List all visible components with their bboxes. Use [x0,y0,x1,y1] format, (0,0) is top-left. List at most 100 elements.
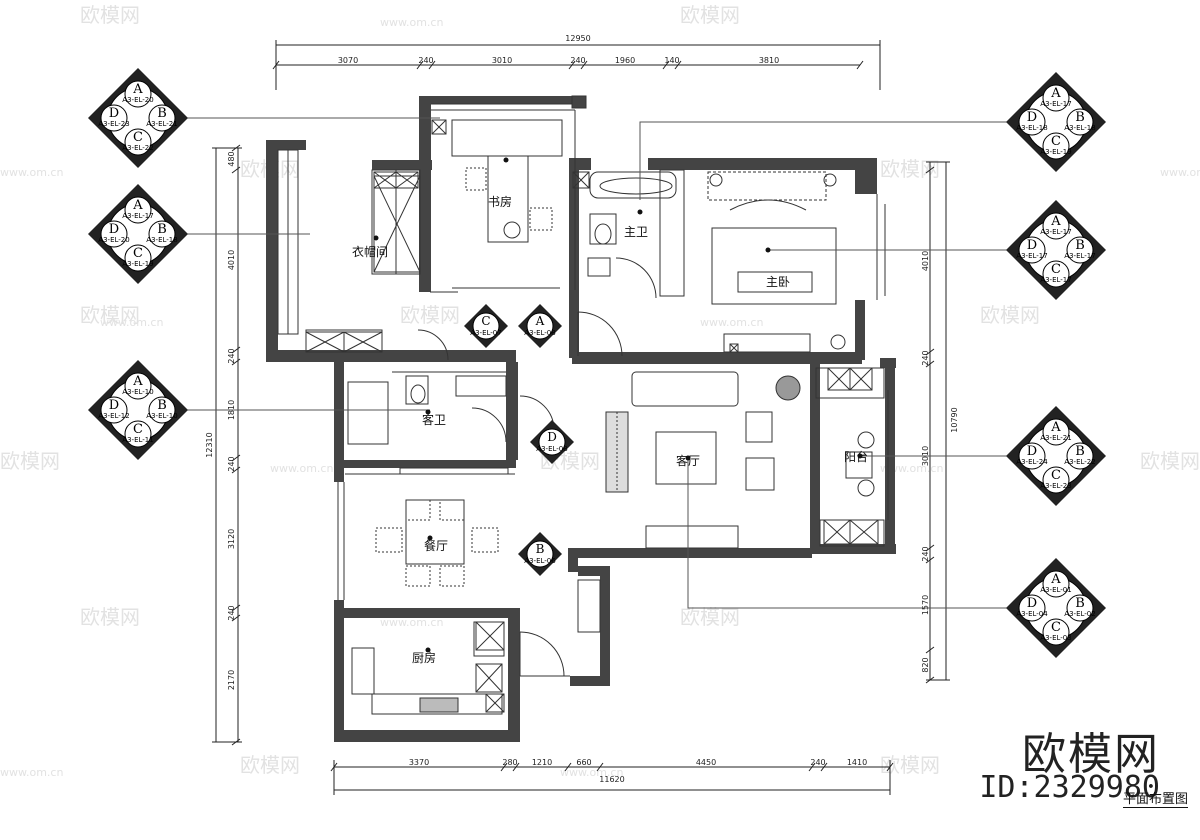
watermark-brand-text: 欧模网 [980,303,1040,327]
elevation-quadrant-ref: A3-EL-21 [146,120,177,128]
cabinet-cross [475,621,505,651]
watermark-brand-text: 欧模网 [80,3,140,27]
cabinet-cross [572,171,590,189]
dim-left-segment: 3120 [227,529,236,549]
elevation-quadrant-circle [1042,212,1070,240]
elevation-quadrant-circle [124,244,152,272]
dim-left-tick [231,166,241,174]
elevation-quadrant-letter: D [109,398,119,413]
section-marker-circle [472,312,500,340]
dim-left-tick [231,358,241,366]
room-label-kitchen: 厨房 [412,650,436,665]
section-marker-letter: A [535,314,545,328]
cabinet-box [485,693,505,713]
furniture [351,119,875,715]
elevation-quadrant-letter: A [1050,86,1061,101]
elevation-quadrant-circle [1066,108,1094,136]
dim-top-tick [428,60,436,70]
cabinets-and-columns [305,119,879,713]
cabinet-cross [431,119,447,135]
dim-bottom-segment: 280 [502,758,517,767]
cabinet-cross [373,175,421,273]
elevation-quadrant-letter: B [1075,596,1085,611]
dim-left-segment: 240 [227,456,236,471]
elevation-quadrant-ref: A3-EL-17 [1040,276,1071,284]
dim-left-total: 12310 [205,432,214,457]
dim-right-segment: 820 [921,657,930,672]
dim-bottom-segment: 660 [576,758,591,767]
section-marker: DA3-EL-08 [530,420,574,464]
dimension-ticks [231,60,935,772]
dim-left-tick [231,614,241,622]
elevation-quadrant-circle [1042,84,1070,112]
watermark-site-text: www.om.cn [1160,166,1200,179]
section-marker-ref: A3-EL-06 [524,557,556,565]
dim-right-total: 10790 [950,407,959,432]
elevation-quadrant-ref: A3-EL-12 [98,412,129,420]
elevation-quadrant-letter: D [109,222,119,237]
dim-bottom-tick [596,762,604,772]
dim-bottom-tick [500,762,508,772]
section-marker-circle [526,312,554,340]
elevation-quadrant-circle [148,104,176,132]
dim-top-segment: 140 [664,56,679,65]
dim-top-tick [416,60,424,70]
dim-bottom-total: 11620 [599,775,624,784]
dim-right-tick [925,556,935,564]
elevation-quadrant-ref: A3-EL-17 [122,212,153,220]
dimension-lines [212,40,950,795]
elevation-quadrant-circle [124,128,152,156]
elevation-symbols: AA3-EL-20BA3-EL-21CA3-EL-22DA3-EL-23AA3-… [88,68,1106,658]
elevation-quadrant-circle [124,372,152,400]
elevation-quadrant-ref: A3-EL-18 [1016,124,1047,132]
room-label-cloakroom: 衣帽间 [352,244,388,259]
elevation-quadrant-ref: A3-EL-20 [122,96,153,104]
dim-left-segment: 2170 [227,670,236,690]
dim-left-tick [231,738,241,746]
elevation-quadrant-ref: A3-EL-22 [1064,458,1095,466]
watermark-site-text: www.om.cn [700,316,763,329]
elevation-quadrant-circle [100,220,128,248]
section-marker: BA3-EL-06 [518,532,562,576]
dim-top-tick [580,60,588,70]
watermark-site-text: www.om.cn [380,616,443,629]
elevation-quadrant-circle [1042,132,1070,160]
elevation-quadrant-ref: A3-EL-18 [146,236,177,244]
watermark-brand-text: 欧模网 [80,605,140,629]
elevation-quadrant-letter: A [1050,420,1061,435]
dim-right-tick [925,544,935,552]
section-marker-ref: A3-EL-07 [470,329,501,337]
elevation-quadrant-ref: A3-EL-20 [98,236,129,244]
windows-and-partitions [277,95,889,677]
elevation-quadrant-ref: A3-EL-02 [1064,610,1095,618]
elevation-quadrant-circle [1042,418,1070,446]
elevation-quadrant-letter: A [132,82,143,97]
elevation-quadrant-letter: C [133,422,143,437]
elevation-quadrant-circle [100,104,128,132]
watermark-site-text: www.om.cn [0,766,63,779]
cabinet-box [475,663,503,693]
elevation-quadrant-circle [1018,442,1046,470]
cabinet-cross [485,693,505,713]
watermark-site-text: www.om.cn [270,462,333,475]
watermark-brand-text: 欧模网 [680,605,740,629]
elevation-quadrant-circle [1066,442,1094,470]
cabinet-box [729,343,739,353]
dim-top-segment: 1960 [615,56,635,65]
elevation-quadrant-letter: B [1075,238,1085,253]
section-marker: AA3-EL-08 [518,304,562,348]
dim-top-segment: 3010 [492,56,512,65]
watermark-site-text: www.om.cn [100,316,163,329]
section-marker-letter: B [536,542,545,556]
elevation-quadrant-ref: A3-EL-23 [1040,482,1071,490]
elevation-quadrant-circle [124,420,152,448]
elevation-quadrant-letter: C [1051,262,1061,277]
dim-left-tick [231,466,241,474]
dim-top-segment: 3810 [759,56,779,65]
watermark-brand-text: 欧模网 [1140,449,1200,473]
section-marker-circle [538,428,566,456]
watermark-brand-text: 欧模网 [880,753,940,777]
dim-right-tick [925,646,935,654]
